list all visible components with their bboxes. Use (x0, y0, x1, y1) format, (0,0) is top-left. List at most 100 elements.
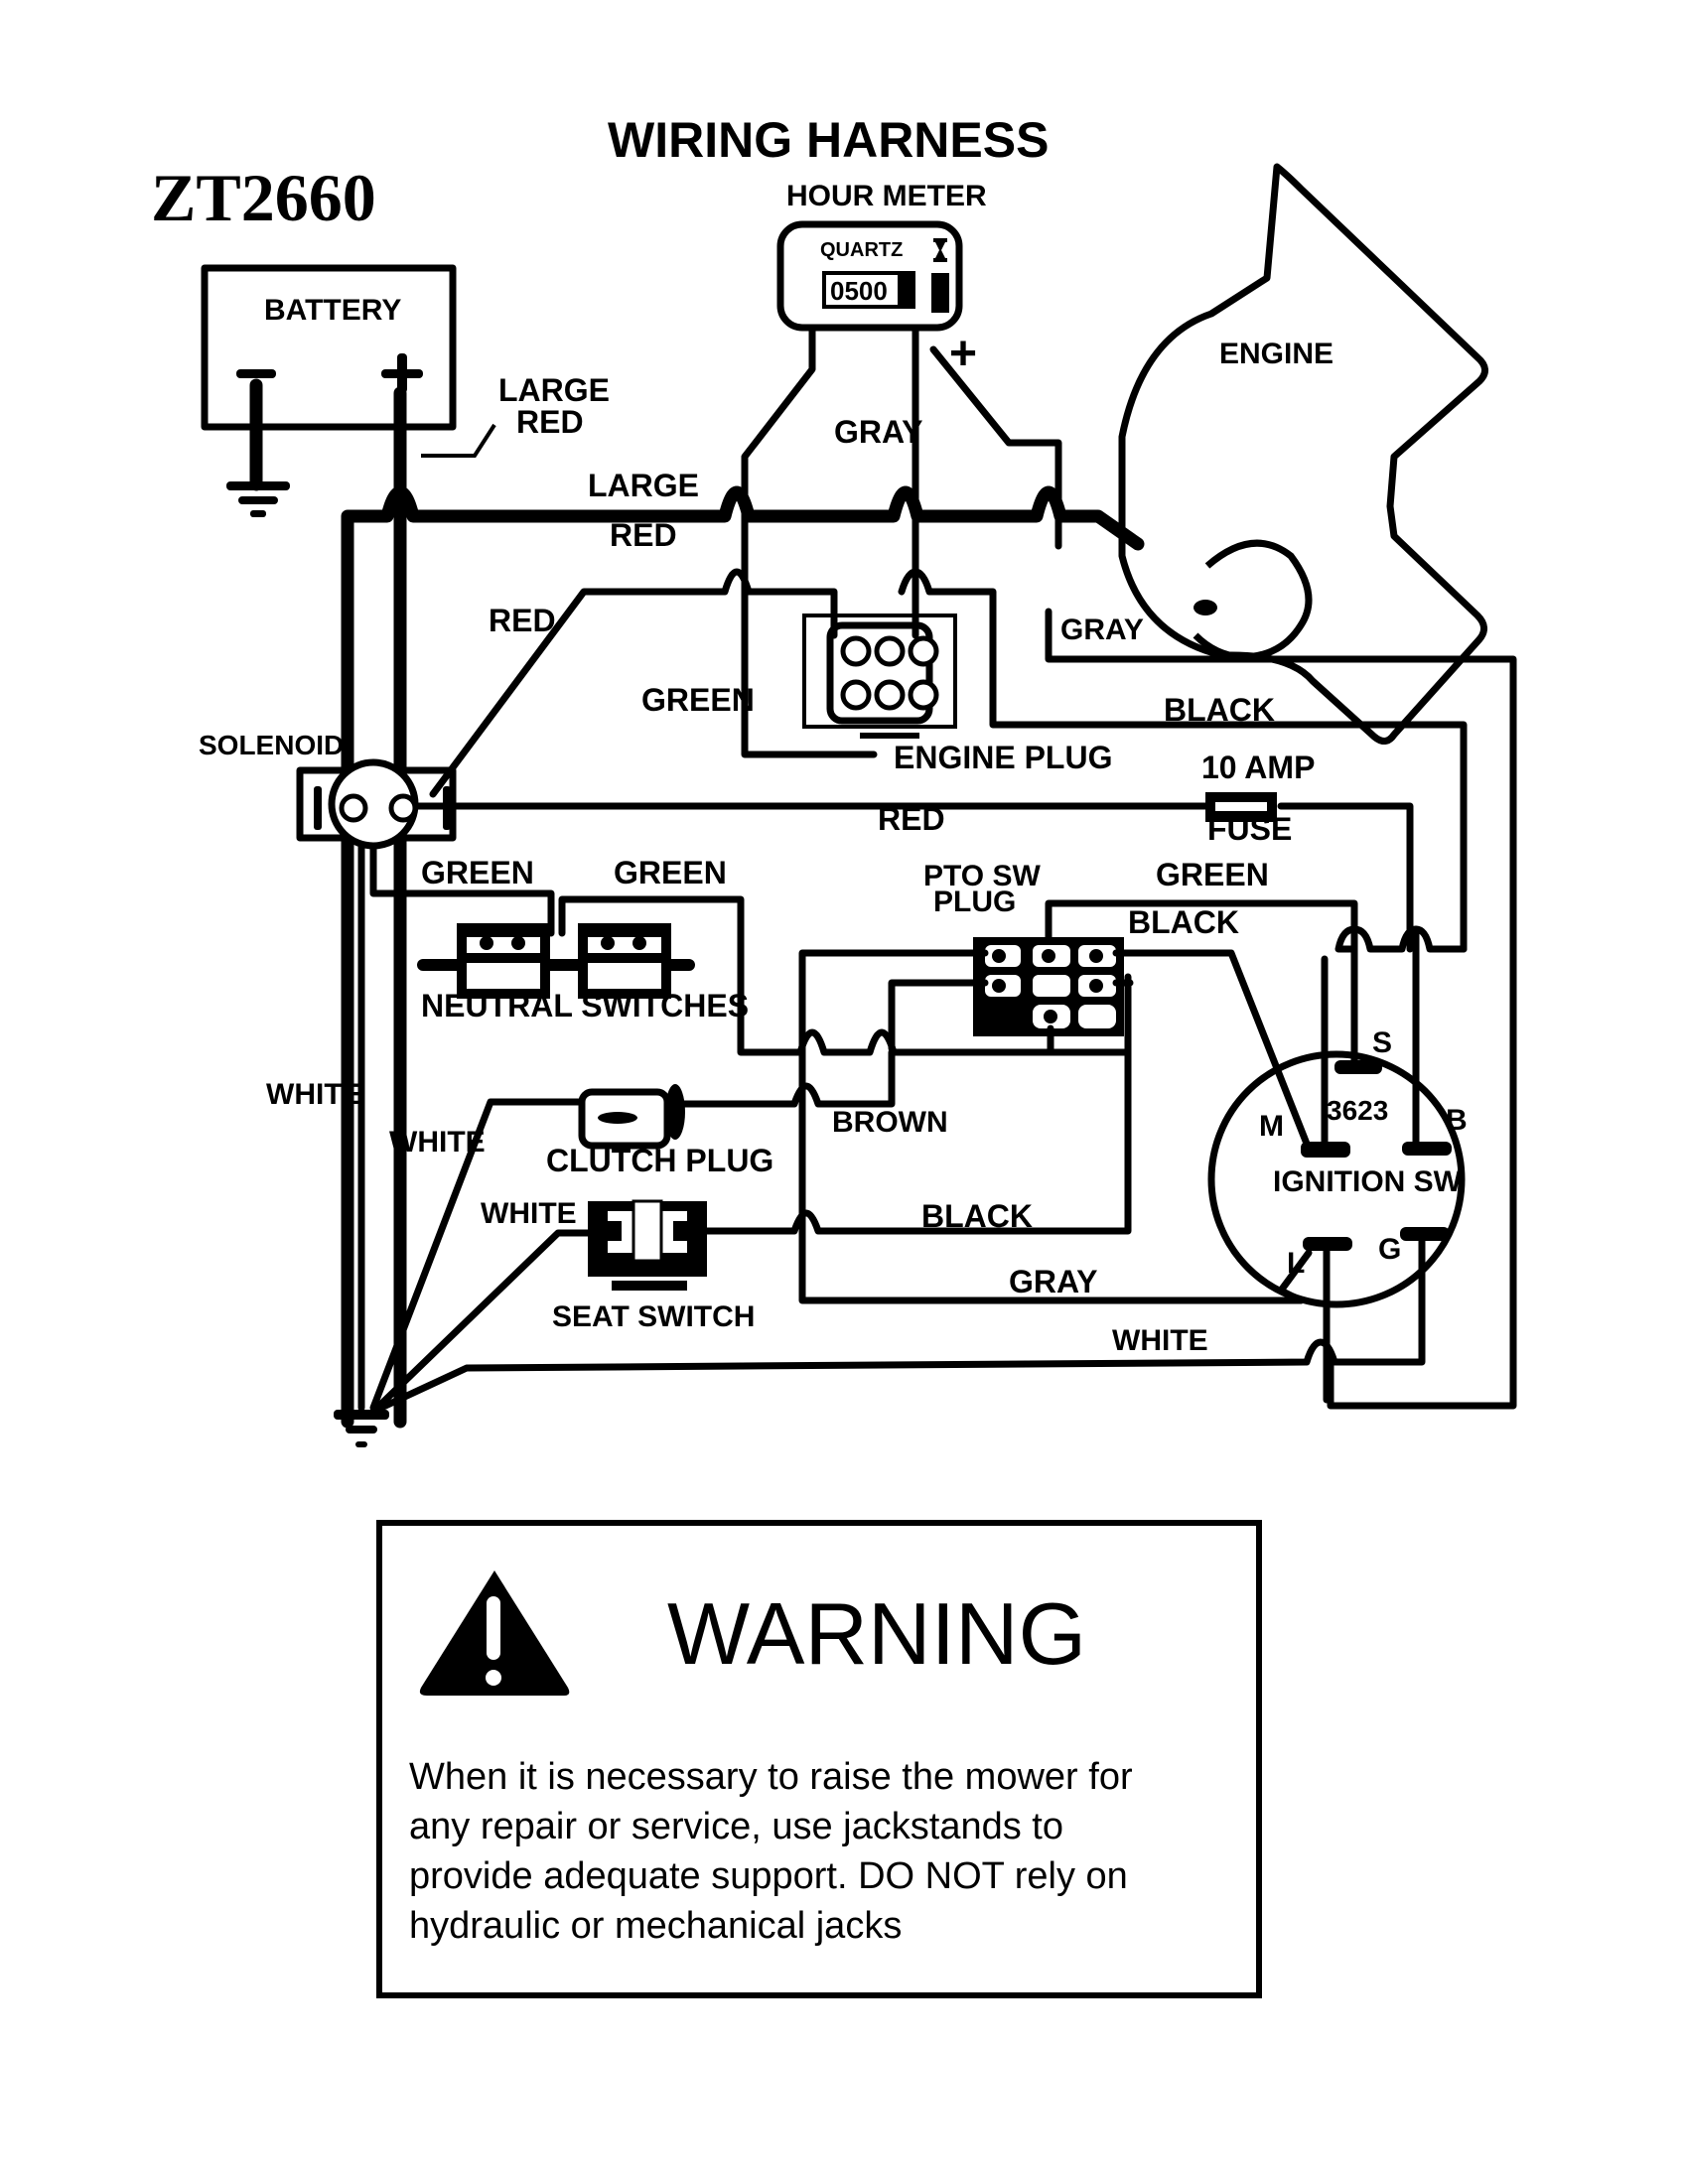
wire-label-large-red-main-2: RED (610, 517, 677, 553)
seat-switch-label: SEAT SWITCH (552, 1300, 755, 1333)
ignition-switch: S 3623 M B IGNITION SW L G (1207, 1026, 1468, 1308)
engine-plug-pin (840, 635, 872, 667)
wire-white-clutch (369, 1098, 586, 1412)
wire-ignition-bridges (1334, 925, 1468, 953)
engine-plug-pin (908, 679, 939, 711)
engine-plug-label: ENGINE PLUG (894, 740, 1112, 775)
model-number: ZT2660 (151, 160, 376, 235)
wire-gray-meter-right (929, 345, 1062, 550)
hourglass-icon (933, 238, 947, 262)
warning-triangle-icon (419, 1570, 570, 1696)
warning-box: WARNING When it is necessary to raise th… (376, 1520, 1262, 1998)
battery-negative-icon (236, 369, 276, 378)
wire-red-fuse-ignition (1277, 802, 1414, 953)
wire-gray-bottom (798, 949, 1305, 1304)
engine-plug-body (826, 621, 933, 725)
battery: BATTERY (201, 264, 457, 517)
wire-large-red-main (341, 485, 1145, 1429)
wire-label-large-red-main-1: LARGE (588, 468, 699, 503)
wire-white-bottom (377, 1338, 1352, 1412)
wire-label-red-fuse: RED (878, 801, 945, 837)
hour-meter-body (776, 220, 963, 332)
solenoid: SOLENOID (199, 730, 457, 850)
wire-ignition-g (1344, 1231, 1426, 1366)
wire-black-engine-plug (898, 568, 1468, 953)
ignition-terminal-b (1402, 1142, 1452, 1156)
engine-plug-pin (908, 635, 939, 667)
wire-label-black-pto: BLACK (1128, 904, 1239, 940)
engine-pulley (1193, 539, 1313, 661)
wire-white-seat (373, 1229, 592, 1412)
ignition-terminal-m-label: M (1259, 1110, 1284, 1143)
solenoid-terminal (339, 793, 368, 823)
ignition-terminal-b-label: B (1446, 1104, 1468, 1137)
engine-connector (1193, 600, 1217, 615)
wire-ignition-l-gray (1277, 1249, 1313, 1304)
wire-label-large-red-battery-1: LARGE (498, 372, 610, 408)
warning-text-line: any repair or service, use jackstands to (409, 1806, 1063, 1847)
label-leader-line (421, 423, 496, 458)
ignition-terminal-s-label: S (1372, 1026, 1392, 1059)
wire-label-white-bottom: WHITE (1112, 1324, 1208, 1357)
wire-label-white-clutch: WHITE (389, 1126, 486, 1159)
fuse-label: FUSE (1207, 811, 1292, 847)
wire-label-red-solenoid: RED (489, 603, 556, 638)
engine-plug-pin (874, 679, 906, 711)
diagram-title: WIRING HARNESS (608, 112, 1049, 168)
hour-meter-brand: QUARTZ (820, 239, 903, 261)
warning-text-line: hydraulic or mechanical jacks (409, 1905, 902, 1947)
ignition-terminal-s (1334, 1060, 1382, 1074)
hour-meter-reading: 0500 (830, 276, 888, 306)
warning-border (376, 1520, 1262, 1998)
wire-gray-engine (1045, 608, 1517, 1410)
wire-pto-loop (888, 979, 989, 1052)
ignition-switch-label: IGNITION SW (1273, 1165, 1463, 1198)
warning-text-line: provide adequate support. DO NOT rely on (409, 1855, 1128, 1897)
wire-label-brown: BROWN (832, 1106, 948, 1139)
wire-label-gray-engine: GRAY (1060, 614, 1144, 646)
wire-label-green-neutral-right: GREEN (614, 855, 727, 890)
wire-label-black-seat: BLACK (921, 1198, 1033, 1234)
wire-brown (679, 1048, 896, 1108)
ignition-part-number: 3623 (1327, 1095, 1388, 1126)
neutral-switches (417, 923, 695, 999)
battery-ground-icon (226, 481, 290, 517)
solenoid-label: SOLENOID (199, 730, 344, 760)
hour-meter: HOUR METER QUARTZ 0500 + (776, 180, 987, 380)
wire-black-pto (1112, 949, 1311, 1148)
battery-positive-icon (381, 353, 423, 393)
engine-label: ENGINE (1219, 338, 1333, 370)
wire-label-large-red-battery-2: RED (516, 404, 584, 440)
engine-outline (1118, 163, 1488, 745)
wire-black-seat (703, 1048, 1132, 1235)
neutral-switches-label: NEUTRAL SWITCHES (421, 988, 749, 1024)
pto-plug-label-1: PTO SW (923, 860, 1041, 892)
wire-label-green-engine-plug: GREEN (641, 682, 755, 718)
fuse-rating: 10 AMP (1201, 750, 1315, 785)
engine-plug-pin (840, 679, 872, 711)
fuse: 10 AMP FUSE (1201, 750, 1315, 847)
pto-plug (973, 937, 1124, 1036)
solenoid-terminal (388, 793, 418, 823)
engine-plug-pin (874, 635, 906, 667)
engine-plug (802, 614, 957, 739)
battery-label: BATTERY (264, 294, 401, 327)
ignition-switch-body (1207, 1050, 1466, 1308)
ignition-terminal-m (1301, 1142, 1350, 1158)
warning-text-line: When it is necessary to raise the mower … (409, 1756, 1133, 1798)
wire-label-gray-bottom: GRAY (1009, 1264, 1098, 1299)
wire-label-black-engine-plug: BLACK (1164, 692, 1275, 728)
ground-icon (334, 1410, 389, 1447)
wire-label-white-seat: WHITE (481, 1197, 577, 1230)
clutch-plug-label: CLUTCH PLUG (546, 1143, 773, 1178)
seat-switch (588, 1199, 707, 1291)
wire-label-green-neutral-left: GREEN (421, 855, 534, 890)
hour-meter-label: HOUR METER (786, 180, 987, 212)
wire-green-neutral-left (369, 842, 555, 937)
wire-pto-brown (890, 1024, 1054, 1056)
pto-plug-label-2: PLUG (933, 886, 1016, 918)
ignition-terminal-g-label: G (1378, 1233, 1401, 1266)
clutch-plug (578, 1084, 685, 1150)
engine: ENGINE (1118, 163, 1488, 745)
